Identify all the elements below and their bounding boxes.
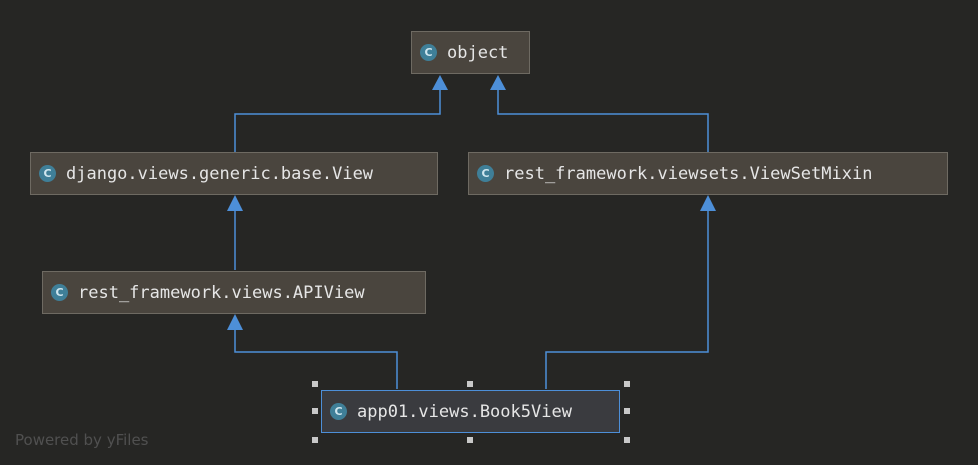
selection-handle-top-right[interactable] <box>624 381 630 387</box>
class-node-django-view[interactable]: C django.views.generic.base.View <box>30 152 438 195</box>
arrowhead-apiview-to-django-view <box>227 195 243 211</box>
class-node-label: app01.views.Book5View <box>357 401 572 422</box>
class-icon: C <box>51 284 68 301</box>
selection-handle-top-left[interactable] <box>312 381 318 387</box>
class-icon: C <box>420 44 437 61</box>
class-node-apiview[interactable]: C rest_framework.views.APIView <box>42 271 426 314</box>
class-node-object[interactable]: C object <box>411 31 530 74</box>
class-icon: C <box>477 165 494 182</box>
arrowhead-django-view-to-object <box>432 75 448 90</box>
edge-django-view-to-object <box>234 87 441 152</box>
selection-handle-middle-right[interactable] <box>624 408 630 414</box>
class-node-label: rest_framework.views.APIView <box>78 282 365 303</box>
selection-handle-bottom-center[interactable] <box>467 437 473 443</box>
class-node-book5view[interactable]: C app01.views.Book5View <box>321 390 620 433</box>
class-icon: C <box>330 403 347 420</box>
selection-handle-top-center[interactable] <box>467 381 473 387</box>
arrowhead-book5view-to-viewsetmixin <box>700 195 716 211</box>
class-node-label: django.views.generic.base.View <box>66 163 374 184</box>
selection-handle-bottom-left[interactable] <box>312 437 318 443</box>
class-node-viewsetmixin[interactable]: C rest_framework.viewsets.ViewSetMixin <box>468 152 948 195</box>
watermark: Powered by yFiles <box>15 431 149 449</box>
edge-book5view-to-apiview <box>234 328 398 389</box>
class-icon: C <box>39 165 56 182</box>
class-node-label: rest_framework.viewsets.ViewSetMixin <box>504 163 873 184</box>
arrowhead-book5view-to-apiview <box>227 314 243 330</box>
arrowhead-viewsetmixin-to-object <box>490 75 506 90</box>
selection-handle-bottom-right[interactable] <box>624 437 630 443</box>
selection-handle-middle-left[interactable] <box>312 408 318 414</box>
edge-viewsetmixin-to-object <box>497 87 709 152</box>
edge-book5view-to-viewsetmixin <box>545 208 709 389</box>
class-node-label: object <box>447 42 509 63</box>
